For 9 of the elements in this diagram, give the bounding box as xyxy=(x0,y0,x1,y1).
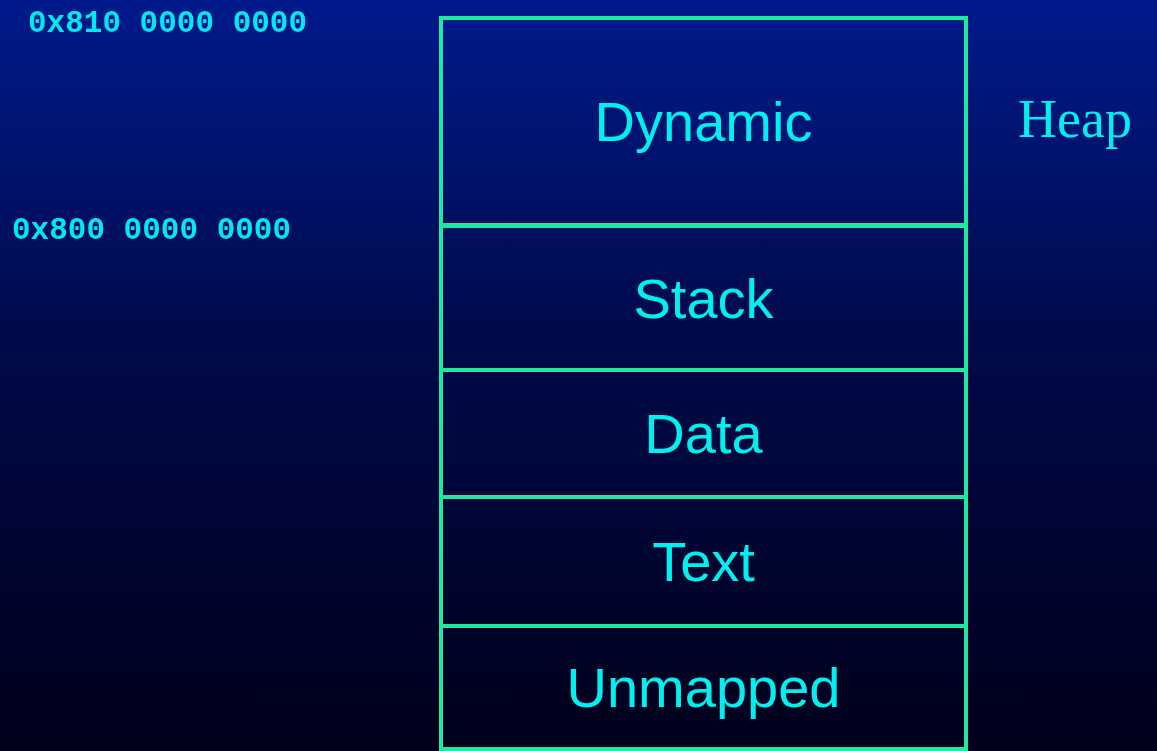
address-label: 0x800 0000 0000 xyxy=(12,213,292,248)
segment-label: Stack xyxy=(633,265,774,331)
region-label: Heap xyxy=(1018,88,1132,150)
segment-label: Text xyxy=(652,529,755,594)
segment-label: Unmapped xyxy=(566,655,841,720)
memory-segment-box xyxy=(439,16,968,227)
address-label: 0x810 0000 0000 xyxy=(28,6,308,41)
segment-label: Data xyxy=(644,401,763,466)
segment-label: Dynamic xyxy=(594,89,813,154)
